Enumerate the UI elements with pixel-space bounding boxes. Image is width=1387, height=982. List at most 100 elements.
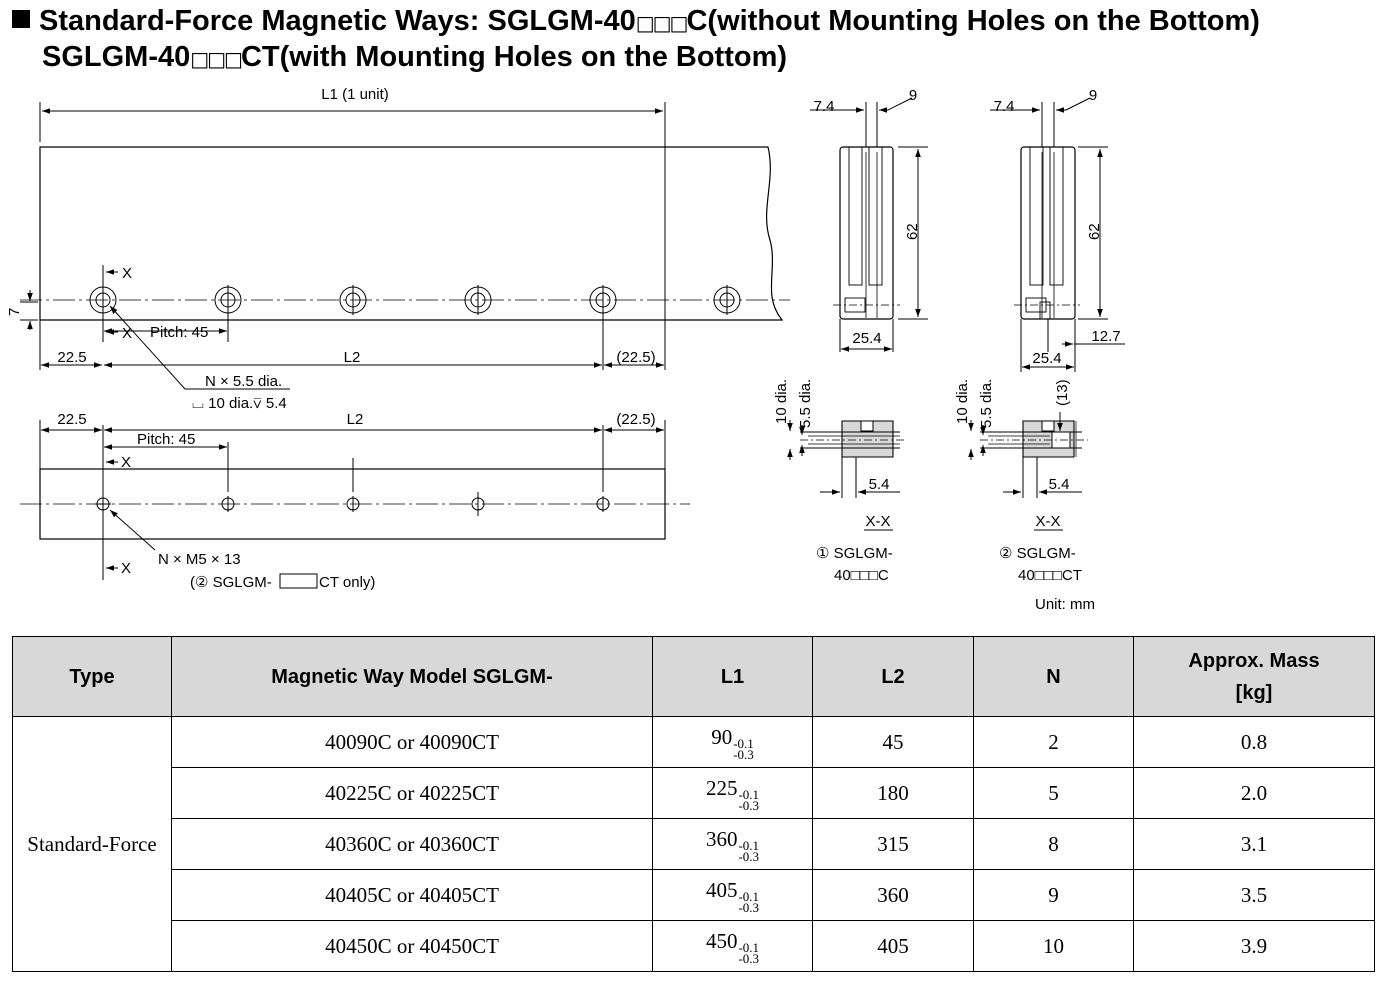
cell-n: 2 — [973, 716, 1134, 768]
unit-label: Unit: mm — [1035, 596, 1095, 613]
header-model: Magnetic Way Model SGLGM- — [171, 636, 653, 717]
dim-5-5-dia: 5.5 dia. — [797, 379, 814, 428]
cell-l1: 360-0.1-0.3 — [652, 818, 813, 870]
section-x-marker: X — [122, 265, 132, 282]
tapped-hole — [596, 496, 610, 512]
cell-l1: 405-0.1-0.3 — [652, 869, 813, 921]
l1-value: 450 — [705, 928, 738, 953]
title-line-2: SGLGM-40□□□CT(with Mounting Holes on the… — [12, 40, 1382, 76]
spec-table: Type Magnetic Way Model SGLGM- L1 L2 N A… — [12, 636, 1375, 972]
tol-lower: -0.3 — [738, 797, 760, 813]
title-placeholder-boxes-1: □□□ — [635, 11, 689, 35]
model-label-c-a: ① SGLGM- — [816, 545, 893, 562]
dim-7: 7 — [6, 308, 23, 316]
table-row: 40405C or 40405CT 405-0.1-0.3 360 9 3.5 — [13, 869, 1375, 921]
l1-value: 225 — [705, 775, 738, 800]
l1-tolerance: -0.1-0.3 — [738, 888, 760, 915]
pitch-label: Pitch: 45 — [150, 324, 208, 341]
dim-25-4: 25.4 — [852, 330, 881, 347]
l2-label: L2 — [344, 349, 361, 366]
cell-l2: 360 — [812, 869, 974, 921]
title-text-1b: C(without Mounting Holes on the Bottom) — [686, 5, 1260, 37]
dim-22-5: 22.5 — [57, 411, 86, 428]
tol-lower: -0.3 — [738, 950, 760, 966]
section-view-c — [787, 420, 905, 498]
tapped-hole — [221, 496, 235, 512]
cell-l1: 225-0.1-0.3 — [652, 767, 813, 819]
cell-mass: 3.9 — [1133, 920, 1375, 972]
dim-5-4: 5.4 — [1049, 476, 1070, 493]
title-line-1: Standard-Force Magnetic Ways: SGLGM-40□□… — [12, 4, 1382, 40]
cell-model: 40225C or 40225CT — [171, 767, 653, 819]
section-view-ct — [968, 412, 1088, 498]
tol-upper: -0.1 — [733, 735, 754, 751]
cell-type: Standard-Force — [12, 716, 172, 972]
section-x-marker: X — [122, 325, 132, 342]
dim-10-dia: 10 dia. — [773, 379, 790, 424]
section-x-marker: X — [121, 560, 131, 577]
cell-n: 8 — [973, 818, 1134, 870]
tol-upper: -0.1 — [738, 888, 760, 904]
header-n: N — [973, 636, 1134, 717]
counterbored-hole — [713, 285, 741, 315]
hole-note: N × 5.5 dia. — [205, 373, 282, 390]
l1-value: 90 — [711, 724, 733, 749]
table-row: 40225C or 40225CT 225-0.1-0.3 180 5 2.0 — [13, 767, 1375, 819]
table-header-row: Type Magnetic Way Model SGLGM- L1 L2 N A… — [12, 636, 1375, 717]
tap-note-model-a: (② SGLGM- — [190, 574, 272, 591]
counterbored-hole — [589, 285, 617, 315]
title-text-1a: Standard-Force Magnetic Ways: SGLGM-40 — [39, 5, 636, 37]
dim-7-4: 7.4 — [994, 98, 1015, 115]
dim-5-5-dia: 5.5 dia. — [978, 379, 995, 428]
table-row: Standard-Force 40090C or 40090CT 90-0.1-… — [12, 716, 1375, 972]
l1-value: 405 — [705, 877, 738, 902]
dim-9: 9 — [1089, 87, 1097, 104]
bottom-view — [20, 420, 690, 580]
cell-model: 40450C or 40450CT — [171, 920, 653, 972]
tol-lower: -0.3 — [738, 848, 760, 864]
dim-9: 9 — [909, 87, 917, 104]
top-view — [20, 102, 790, 390]
page-title: Standard-Force Magnetic Ways: SGLGM-40□□… — [12, 4, 1382, 76]
dim-5-4: 5.4 — [869, 476, 890, 493]
tol-upper: -0.1 — [738, 786, 760, 802]
cell-n: 5 — [973, 767, 1134, 819]
dim-25-4: 25.4 — [1032, 350, 1061, 367]
cell-mass: 3.1 — [1133, 818, 1375, 870]
cell-model: 40360C or 40360CT — [171, 818, 653, 870]
section-x-marker: X — [121, 454, 131, 471]
cell-l1: 90-0.1-0.3 — [652, 716, 813, 768]
dim-22-5: 22.5 — [57, 349, 86, 366]
tol-upper: -0.1 — [738, 939, 760, 955]
counterbored-hole — [89, 285, 117, 315]
counterbore-note: ⌴ 10 dia.⊽ 5.4 — [192, 395, 287, 412]
model-placeholder-box — [279, 573, 318, 589]
cell-model: 40405C or 40405CT — [171, 869, 653, 921]
l2-label: L2 — [347, 411, 364, 428]
tol-lower: -0.3 — [738, 899, 760, 915]
l1-tolerance: -0.1-0.3 — [738, 939, 760, 966]
cell-mass: 2.0 — [1133, 767, 1375, 819]
counterbored-hole — [464, 285, 492, 315]
model-label-ct-b: 40□□□CT — [1018, 567, 1082, 584]
l1-value: 360 — [705, 826, 738, 851]
dim-62: 62 — [904, 223, 921, 240]
tapped-hole — [346, 496, 360, 512]
dim-10-dia: 10 dia. — [954, 379, 971, 424]
tol-lower: -0.3 — [733, 746, 754, 762]
cell-l2: 45 — [812, 716, 974, 768]
l1-tolerance: -0.1-0.3 — [733, 735, 754, 762]
header-mass: Approx. Mass[kg] — [1133, 636, 1375, 717]
dim-62: 62 — [1086, 223, 1103, 240]
header-l1: L1 — [652, 636, 813, 717]
dim-7-4: 7.4 — [814, 98, 835, 115]
dim-12-7: 12.7 — [1091, 328, 1120, 345]
section-x-x-label: X-X — [865, 513, 890, 530]
table-row: 40360C or 40360CT 360-0.1-0.3 315 8 3.1 — [13, 818, 1375, 870]
header-type: Type — [12, 636, 172, 717]
cell-n: 9 — [973, 869, 1134, 921]
cell-n: 10 — [973, 920, 1134, 972]
title-text-2b: CT(with Mounting Holes on the Bottom) — [240, 41, 788, 73]
tapped-hole — [95, 497, 111, 511]
tapped-hole — [471, 496, 485, 512]
